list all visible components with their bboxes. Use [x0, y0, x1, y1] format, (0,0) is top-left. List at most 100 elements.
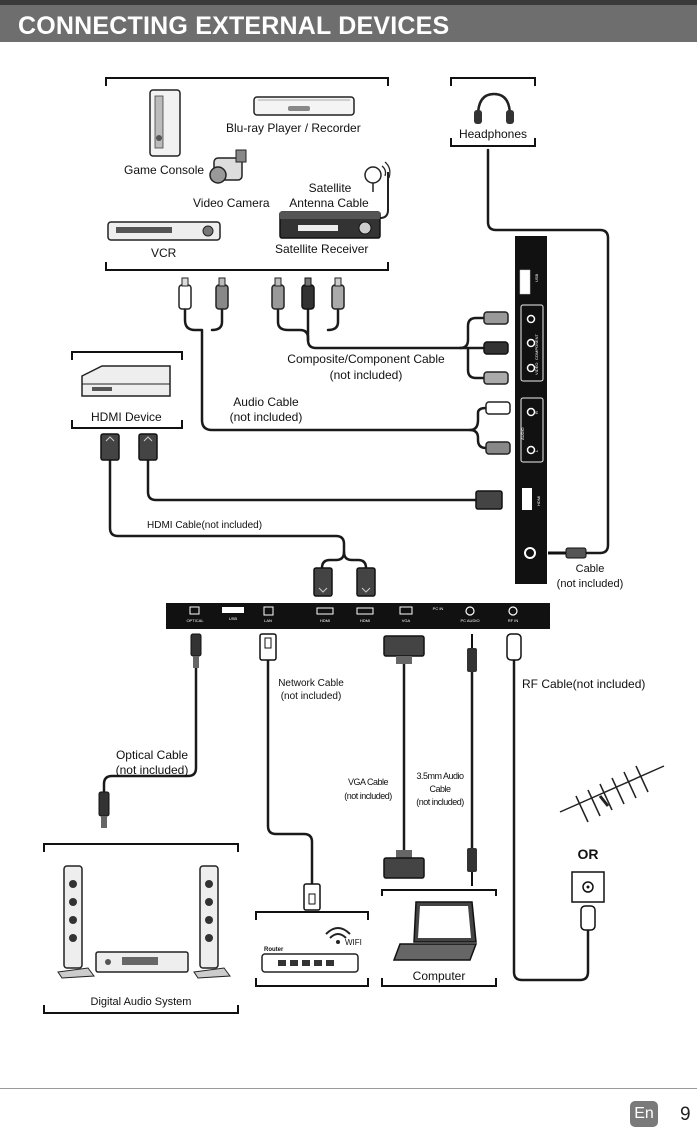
rca-plug-composite-1	[271, 277, 285, 310]
side-label-r: R	[534, 411, 539, 414]
bluray-player-icon	[253, 96, 355, 116]
footer-rule	[0, 1088, 697, 1089]
optical-plug-top	[190, 633, 202, 668]
label-headphones: Headphones	[459, 127, 527, 141]
vga-plug-bottom	[383, 850, 425, 879]
label-rf-cable: RF Cable(not included)	[522, 677, 645, 691]
label-composite-line2: (not included)	[330, 368, 403, 382]
hdmi-plug-side	[475, 490, 503, 510]
audio35-plug-top	[467, 634, 477, 672]
hdmi-plug-left	[100, 433, 120, 461]
page-number: 9	[680, 1104, 691, 1125]
video-camera-icon	[209, 149, 247, 184]
tv-antenna-icon	[559, 765, 665, 823]
composite-cable	[276, 308, 486, 350]
rca-plug-side-composite	[483, 311, 509, 385]
hdmi-plug-bottom-2	[356, 567, 376, 597]
network-plug-top	[259, 633, 277, 661]
label-game-console: Game Console	[124, 163, 204, 177]
label-vcr: VCR	[151, 246, 177, 260]
vcr-icon	[107, 221, 221, 241]
side-label-component: COMPONENT	[534, 333, 539, 360]
audio35-plug-bottom	[467, 848, 477, 886]
top-rule	[0, 0, 697, 5]
label-computer: Computer	[413, 969, 466, 983]
rca-plug-audio-white	[178, 277, 192, 310]
label-wifi: WIFI	[345, 938, 362, 947]
satellite-receiver-icon	[279, 211, 381, 239]
port-label-optical: OPTICAL	[186, 618, 204, 623]
tv-bottom-panel: OPTICAL USB LAN HDMI HDMI VGA PC IN PC A…	[166, 603, 550, 629]
label-or: OR	[578, 846, 599, 862]
label-hdmi-cable: HDMI Cable(not included)	[147, 520, 262, 531]
satellite-dish-icon	[364, 161, 391, 192]
rca-plug-audio-red	[215, 277, 229, 310]
rf-plug-top	[506, 633, 522, 661]
side-label-l: L	[534, 449, 539, 452]
rca-plug-composite-2	[301, 277, 315, 310]
label-satellite-receiver: Satellite Receiver	[275, 242, 368, 256]
label-network-line2: (not included)	[281, 691, 342, 702]
side-label-video: VIDEO	[534, 363, 539, 375]
game-console-icon	[149, 89, 181, 157]
port-label-lan: LAN	[264, 618, 272, 623]
label-audio35-line1: 3.5mm Audio	[416, 771, 464, 781]
label-bluray: Blu-ray Player / Recorder	[226, 121, 361, 135]
wall-outlet-icon	[571, 871, 605, 903]
label-hdmi-device: HDMI Device	[91, 410, 162, 424]
label-audio-line1: Audio Cable	[233, 395, 299, 409]
rca-plug-composite-3	[331, 277, 345, 310]
page-title: CONNECTING EXTERNAL DEVICES	[18, 12, 450, 40]
network-plug-bottom	[303, 883, 321, 911]
rca-plug-side-audio	[485, 401, 511, 455]
label-cable-line2: (not included)	[557, 578, 624, 590]
headphones-cable	[486, 148, 610, 555]
headphones-icon	[474, 92, 514, 124]
hdmi-device-icon	[81, 365, 171, 397]
label-satellite-line2: Antenna Cable	[289, 196, 369, 210]
port-label-vga: VGA	[402, 618, 411, 623]
vga-plug-top	[383, 635, 425, 664]
router-icon	[261, 927, 359, 973]
hdmi-plug-right	[138, 433, 158, 461]
label-audio35-line2: Cable	[429, 784, 451, 794]
headphone-jack-plug	[548, 547, 587, 559]
label-router: Router	[264, 947, 284, 953]
port-label-hdmi2: HDMI	[360, 618, 370, 623]
port-label-pc-in: PC IN	[433, 606, 444, 611]
port-label-pc-audio: PC AUDIO	[460, 618, 479, 623]
optical-cable	[102, 666, 198, 794]
hdmi-bottom-cable	[108, 456, 346, 570]
label-network-line1: Network Cable	[278, 678, 344, 689]
label-vga-line1: VGA Cable	[348, 777, 389, 787]
label-vga-line2: (not included)	[344, 791, 392, 801]
hdmi-side-cable	[146, 456, 480, 502]
side-label-audio: AUDIO	[520, 427, 525, 440]
audio-cable	[183, 308, 488, 432]
label-optical-line1: Optical Cable	[116, 748, 188, 762]
label-audio35-line3: (not included)	[416, 797, 464, 807]
label-satellite-line1: Satellite	[309, 181, 352, 195]
network-cable	[266, 658, 314, 886]
port-label-usb: USB	[229, 616, 238, 621]
side-label-usb: USB	[534, 273, 539, 282]
digital-audio-system-icon	[57, 865, 231, 979]
label-composite-line1: Composite/Component Cable	[287, 352, 445, 366]
side-label-hdmi: HDMI	[536, 496, 541, 506]
laptop-icon	[392, 901, 478, 961]
label-digital-audio: Digital Audio System	[91, 996, 192, 1008]
tv-side-panel: USB COMPONENT VIDEO AUDIO R L HDMI	[515, 236, 547, 584]
optical-plug-bottom	[98, 791, 110, 828]
label-audio-line2: (not included)	[230, 410, 303, 424]
rf-cable	[512, 658, 590, 982]
rf-plug-bottom	[580, 905, 596, 931]
label-cable-line1: Cable	[576, 563, 605, 575]
port-label-rf-in: RF IN	[508, 618, 519, 623]
hdmi-plug-bottom-1	[313, 567, 333, 597]
label-optical-line2: (not included)	[116, 763, 189, 777]
label-video-camera: Video Camera	[193, 196, 270, 210]
title-bar: CONNECTING EXTERNAL DEVICES	[0, 5, 697, 42]
port-label-hdmi1: HDMI	[320, 618, 330, 623]
language-badge: En	[630, 1101, 658, 1127]
